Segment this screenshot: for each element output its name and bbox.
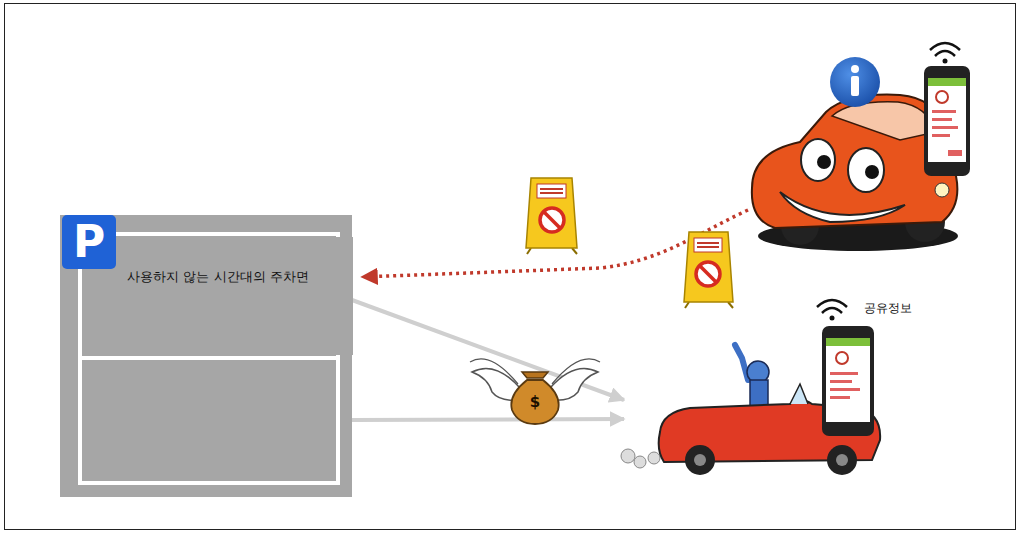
- no-parking-sign: [684, 232, 733, 308]
- info-icon: [830, 57, 880, 107]
- parking-sign-letter: P: [62, 215, 116, 269]
- parking-space: 사용하지 않는 시간대의 주차면: [83, 237, 353, 355]
- space-caption: 사용하지 않는 시간대의 주차면: [83, 269, 353, 285]
- smartphone: [924, 43, 970, 176]
- currency-symbol: $: [520, 391, 550, 413]
- money-bag: [470, 359, 600, 424]
- no-parking-sign: [526, 178, 577, 254]
- shared-info-label: 공유정보: [858, 298, 918, 318]
- parking-lot: [60, 215, 352, 497]
- revenue-arrows: [352, 300, 624, 420]
- frame: [5, 4, 1016, 530]
- smartphone: [817, 300, 874, 436]
